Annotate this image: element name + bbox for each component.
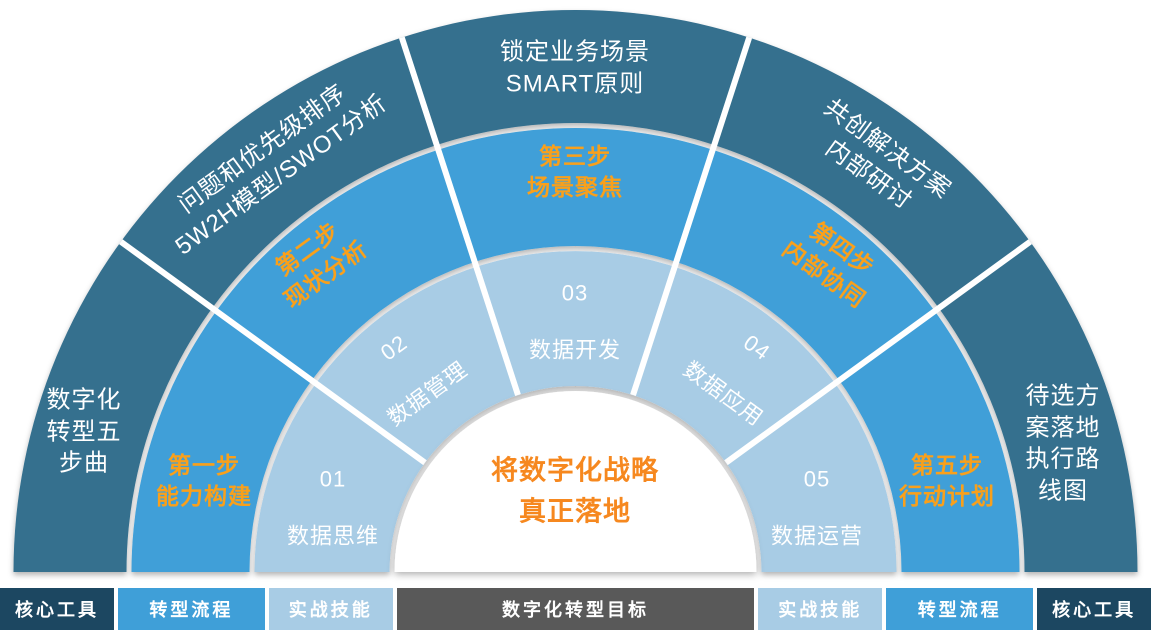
legend-goal: 数字化转型目标: [396, 588, 755, 630]
inner-ring-arc: [254, 251, 897, 573]
legend-bar: 核心工具 转型流程 实战技能 数字化转型目标 实战技能 转型流程 核心工具: [0, 588, 1151, 630]
sector-dividers: [119, 36, 1032, 466]
legend-transform-process-right: 转型流程: [886, 588, 1034, 630]
divider-step3-step4: [630, 36, 753, 397]
center-dome: [394, 391, 757, 572]
divider-step1-step2: [119, 239, 427, 466]
legend-core-tools-left: 核心工具: [0, 588, 114, 630]
divider-step4-step5: [724, 239, 1032, 466]
middle-ring-arc: [131, 128, 1020, 572]
legend-transform-process-left: 转型流程: [117, 588, 265, 630]
divider-step2-step3: [398, 36, 521, 397]
rings-group: [13, 9, 1138, 573]
legend-practical-skills-right: 实战技能: [758, 588, 883, 630]
legend-core-tools-right: 核心工具: [1037, 588, 1151, 630]
legend-practical-skills-left: 实战技能: [268, 588, 393, 630]
outer-ring-arc: [13, 9, 1138, 573]
